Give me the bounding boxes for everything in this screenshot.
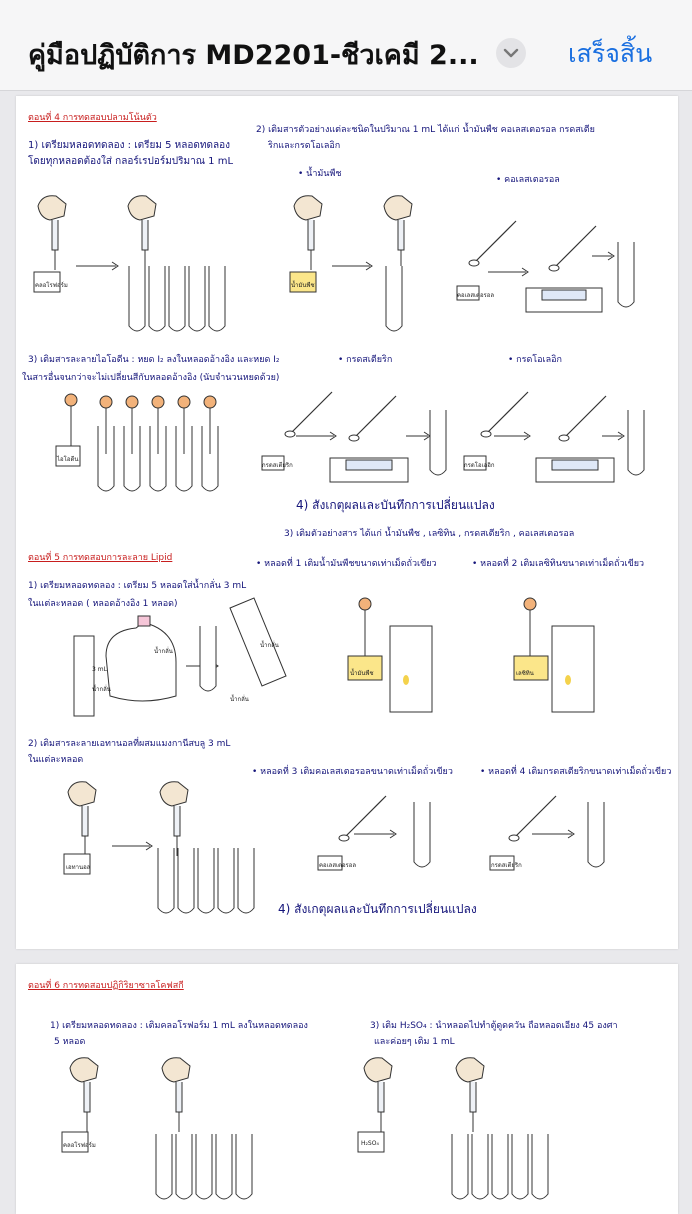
section-4-step-2-detail: ริกและกรดโอเลอิก: [268, 141, 341, 151]
jar-label-cholesterol: คอเลสเตอรอล: [457, 292, 495, 299]
document-title: คู่มือปฏิบัติการ MD2201-ชีวเคมี 2...: [28, 40, 479, 71]
jar-label-oil-2: น้ำมันพืช: [350, 670, 374, 677]
section-4-step-3-detail: ในสารอื่นจนกว่าจะไม่เปลี่ยนสีกับหลอดอ้าง…: [22, 373, 280, 383]
top-bar: คู่มือปฏิบัติการ MD2201-ชีวเคมี 2... เสร…: [0, 0, 692, 91]
section-4-step-4: 4) สังเกตุผลและบันทึกการเปลี่ยนแปลง: [296, 498, 495, 512]
label-stearic-acid: • กรดสเตียริก: [338, 355, 393, 365]
section-4-step-2: 2) เติมสารตัวอย่างแต่ละชนิดในปริมาณ 1 mL…: [256, 125, 595, 135]
page1-illustrations: [33, 195, 645, 914]
section-5-step-3: 3) เติมตัวอย่างสาร ได้แก่ น้ำมันพืช , เล…: [284, 529, 575, 539]
jar-label-chloroform-2: คลอโรฟอร์ม: [63, 1142, 96, 1149]
jar-label-lecithin: เลซิทิน: [516, 670, 534, 677]
section-5-tube-4: • หลอดที่ 4 เติมกรดสเตียริกขนาดเท่าเม็ดถ…: [480, 767, 672, 777]
jar-label-stearic-2: กรดสเตียริก: [491, 862, 522, 869]
jar-label-oleic: กรดโอเลอิก: [464, 462, 495, 469]
section-5-tube-2: • หลอดที่ 2 เติมเลซิทินขนาดเท่าเม็ดถั่วเ…: [472, 559, 645, 569]
section-6-step-1-detail: 5 หลอด: [54, 1037, 86, 1047]
section-6-step-3: 3) เติม H₂SO₄ : นำหลอดไปทำตู้ดูดควัน ถือ…: [370, 1021, 618, 1031]
document-page-1: ตอนที่ 4 การทดสอบปลามโน้นตัว 1) เตรียมหล…: [16, 96, 678, 949]
label-water-4: น้ำกลั่น: [230, 696, 249, 703]
jar-label-ethanol: เอทานอล: [66, 864, 91, 871]
section-5-step-4: 4) สังเกตุผลและบันทึกการเปลี่ยนแปลง: [278, 902, 477, 916]
label-oleic-acid: • กรดโอเลอิก: [508, 355, 562, 365]
label-water-3: น้ำกลั่น: [260, 642, 279, 649]
jar-label-h2so4: H₂SO₄: [361, 1140, 379, 1147]
section-4-title: ตอนที่ 4 การทดสอบปลามโน้นตัว: [28, 113, 157, 123]
label-3ml: 3 mL: [92, 666, 107, 673]
section-5-tube-1: • หลอดที่ 1 เติมน้ำมันพืชขนาดเท่าเม็ดถั่…: [256, 559, 437, 569]
document-page-2: ตอนที่ 6 การทดสอบปฏิกิริยาซาลโคฟสกี 1) เ…: [16, 964, 678, 1214]
section-5-step-1-detail: ในแต่ละหลอด ( หลอดอ้างอิง 1 หลอด): [28, 599, 178, 609]
section-5-tube-3: • หลอดที่ 3 เติมคอเลสเตอรอลขนาดเท่าเม็ดถ…: [252, 767, 453, 777]
label-water-1: น้ำกลั่น: [92, 686, 111, 693]
jar-label-oil: น้ำมันพืช: [291, 282, 315, 289]
done-button[interactable]: เสร็จสิ้น: [568, 39, 653, 68]
section-6-step-3-detail: และค่อยๆ เติม 1 mL: [374, 1037, 455, 1047]
chevron-down-icon: [503, 48, 519, 58]
jar-label-iodine: ไอโอดีน: [57, 456, 79, 463]
section-4-step-1-detail: โดยทุกหลอดต้องใส่ กลอร์เรปอร์มปริมาณ 1 m…: [28, 156, 234, 167]
section-6-title: ตอนที่ 6 การทดสอบปฏิกิริยาซาลโคฟสกี: [28, 981, 184, 991]
section-4-step-1: 1) เตรียมหลอดทดลอง : เตรียม 5 หลอดทดลอง: [28, 140, 231, 151]
jar-label-chloroform: คลอโรฟอร์ม: [35, 282, 68, 289]
jar-label-stearic: กรดสเตียริก: [262, 462, 293, 469]
jar-label-cholesterol-2: คอเลสเตอรอล: [319, 862, 357, 869]
section-4-step-3: 3) เติมสารละลายไอโอดีน : หยด I₂ ลงในหลอด…: [28, 355, 280, 365]
section-6-step-1: 1) เตรียมหลอดทดลอง : เติมคลอโรฟอร์ม 1 mL…: [50, 1021, 308, 1031]
label-vegetable-oil: • น้ำมันพืช: [298, 169, 342, 179]
page2-illustrations: [61, 1057, 549, 1200]
label-water-2: น้ำกลั่น: [154, 648, 173, 655]
section-5-step-2-detail: ในแต่ละหลอด: [28, 755, 84, 765]
label-cholesterol: • คอเลสเตอรอล: [496, 175, 560, 185]
section-5-step-2: 2) เติมสารละลายเอทานอลที่ผสมแมงกานีสบลู …: [28, 739, 231, 749]
section-5-step-1: 1) เตรียมหลอดทดลอง : เตรียม 5 หลอดใส่น้ำ…: [28, 581, 247, 591]
section-5-title: ตอนที่ 5 การทดสอบการละลาย Lipid: [28, 553, 173, 563]
title-menu-button[interactable]: [496, 38, 526, 68]
